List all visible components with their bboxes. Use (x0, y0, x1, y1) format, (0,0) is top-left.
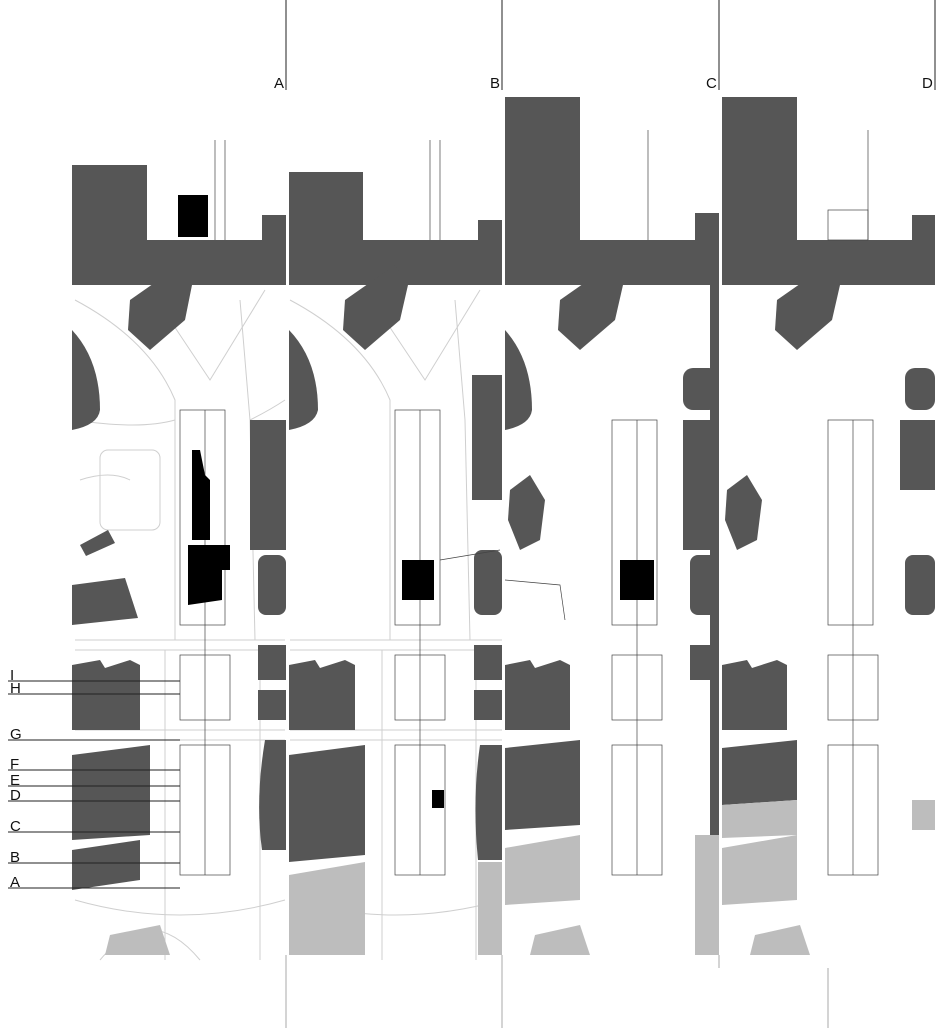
panel-c-building-light-3 (695, 835, 719, 955)
panel-a-elevation-block (178, 195, 208, 237)
panel-a (72, 140, 286, 961)
section-label-e: E (10, 772, 20, 789)
section-label-c: C (10, 818, 21, 835)
panel-a-project-solid-south (188, 545, 230, 605)
panel-a-building-west-2 (72, 578, 138, 625)
panel-d-building-west-1 (725, 475, 762, 550)
panel-b-building-east-4 (474, 690, 502, 720)
panel-a-building-west-4 (72, 745, 150, 840)
panel-d-building-west-3 (722, 660, 787, 730)
panel-c-project-solid (620, 560, 654, 600)
panel-d-building-east-1 (900, 420, 935, 490)
panel-b-building-angled (343, 265, 408, 350)
panel-d-building-light-2 (722, 835, 797, 905)
panel-b-building-west-4 (289, 745, 365, 862)
panel-b-project-solid-small (432, 790, 444, 808)
panel-d-building-east-0 (905, 368, 935, 410)
panel-b-building-east-5 (475, 745, 502, 860)
panel-a-building-east-5 (259, 740, 286, 850)
panel-label-b: B (490, 75, 500, 92)
panel-a-building-east-2 (258, 555, 286, 615)
panel-a-building-east-4 (258, 690, 286, 720)
section-label-b: B (10, 849, 20, 866)
panel-b-building-west-3 (289, 660, 355, 730)
panel-label-c: C (706, 75, 717, 92)
panel-a-building-east-1 (250, 420, 286, 550)
panel-d-building-east-2 (905, 555, 935, 615)
panel-c-building-west-1 (508, 475, 545, 550)
panel-a-building-west-3 (72, 660, 140, 730)
section-label-f: F (10, 756, 19, 773)
panel-c (504, 97, 719, 955)
section-label-d: D (10, 787, 21, 804)
panel-c-building-east-3 (690, 645, 719, 680)
panel-b-building-east-2 (474, 550, 502, 615)
panel-d (722, 97, 935, 955)
section-label-g: G (10, 726, 22, 743)
panel-d-building-west-4 (722, 740, 797, 805)
section-label-i: I (10, 667, 14, 684)
panel-label-a: A (274, 75, 284, 92)
panel-b-building-tower-right (478, 220, 502, 245)
panel-b (289, 140, 503, 960)
panel-c-building-angled (558, 265, 623, 350)
panel-d-building-light-3 (750, 925, 810, 955)
panel-a-building-west-1 (80, 530, 115, 556)
panel-c-building-west-4 (505, 740, 580, 830)
section-label-h: H (10, 680, 21, 697)
section-label-a: A (10, 874, 20, 891)
panel-a-building-angled (128, 265, 192, 350)
panel-d-building-light-1 (722, 800, 797, 838)
panel-a-building-west-5 (72, 840, 140, 890)
panel-dividers (285, 0, 936, 1028)
panel-d-building-light-4 (912, 800, 935, 830)
panel-c-building-arc (505, 330, 532, 430)
panel-b-building-arc (289, 330, 318, 430)
panel-b-building-light-2 (478, 862, 502, 955)
panel-c-project-plan (504, 130, 663, 876)
section-lines (8, 680, 180, 889)
panel-b-building-light-1 (289, 862, 365, 955)
panel-c-building-light-2 (530, 925, 590, 955)
panel-a-building-tower-right (262, 215, 286, 245)
panel-c-building-west-3 (505, 660, 570, 730)
panel-c-building-edge (710, 285, 719, 945)
panel-b-building-east-1 (472, 375, 502, 500)
panel-c-building-tower-right (695, 213, 719, 243)
panel-c-building-light-1 (505, 835, 580, 905)
panel-b-streets (289, 289, 503, 960)
panel-a-project-solid-north (192, 450, 210, 540)
panel-b-building-east-3 (474, 645, 502, 680)
panel-d-project-plan (827, 130, 879, 876)
panel-d-building-tower-right (912, 215, 935, 245)
panel-a-building-east-3 (258, 645, 286, 680)
panel-label-d: D (922, 75, 933, 92)
panel-d-building-angled (775, 265, 840, 350)
section-labels: I H G F E D C B A (10, 667, 22, 891)
panel-a-building-arc (72, 330, 100, 430)
panel-b-project-plan (394, 140, 501, 876)
panel-a-building-light (105, 925, 170, 955)
panel-b-project-solid (402, 560, 434, 600)
